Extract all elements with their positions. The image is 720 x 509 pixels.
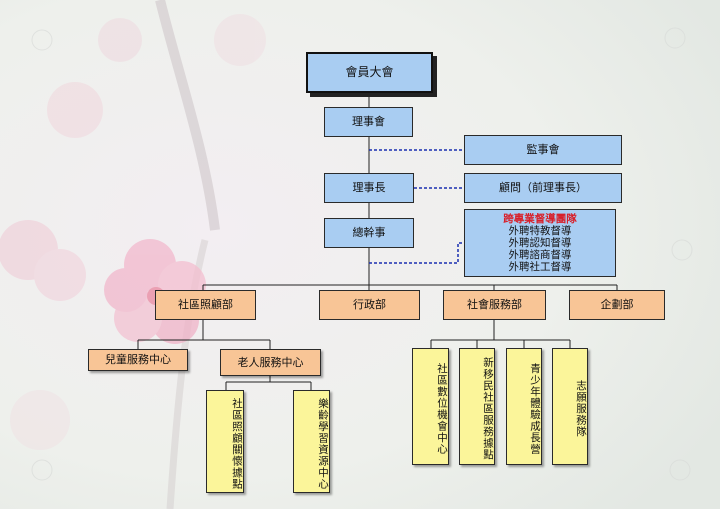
care-point-unit-label: 社區照顧關懷據點 [231,398,243,490]
community-care-dept-label: 社區照顧部 [178,298,233,312]
children-center-node: 兒童服務中心 [88,349,188,371]
secretary-general-label: 總幹事 [352,226,386,240]
supervision-team-member: 外聘認知督導 [508,236,572,249]
chairman-label: 理事長 [352,181,386,195]
learning-center-unit-node: 樂齡學習資源中心 [293,390,330,493]
board-label: 理事會 [352,115,385,129]
volunteer-team-unit-label: 志願服務隊 [575,380,587,438]
admin-dept-label: 行政部 [353,298,386,312]
volunteer-team-unit-node: 志願服務隊 [552,348,588,465]
general-assembly-label: 會員大會 [345,65,394,80]
children-center-label: 兒童服務中心 [105,353,171,367]
youth-camp-unit-node: 青少年體驗成長營 [506,348,542,465]
elderly-center-label: 老人服務中心 [237,355,304,369]
supervisors-label: 監事會 [526,143,560,157]
secretary-general-node: 總幹事 [324,218,414,248]
advisor-node: 顧問（前理事長） [464,173,622,203]
supervisors-node: 監事會 [464,135,622,165]
digital-opportunity-unit-node: 社區數位機會中心 [412,348,449,465]
advisor-label: 顧問（前理事長） [499,181,587,195]
care-point-unit-node: 社區照顧關懷據點 [206,390,244,493]
community-care-dept-node: 社區照顧部 [155,290,256,320]
social-service-dept-node: 社會服務部 [443,290,546,320]
supervision-team-member: 外聘特教督導 [508,224,572,237]
supervision-team-title: 跨專業督導團隊 [503,212,577,225]
new-immigrants-unit-node: 新移民社區服務據點 [459,348,495,465]
general-assembly-node: 會員大會 [306,52,433,93]
supervision-team-member: 外聘諮商督導 [508,249,572,262]
board-node: 理事會 [324,107,413,137]
learning-center-unit-label: 樂齡學習資源中心 [317,398,329,490]
new-immigrants-unit-label: 新移民社區服務據點 [482,357,494,461]
elderly-center-node: 老人服務中心 [220,349,321,376]
chairman-node: 理事長 [324,173,414,203]
planning-dept-label: 企劃部 [600,298,634,312]
supervision-team-node: 跨專業督導團隊 外聘特教督導 外聘認知督導 外聘諮商督導 外聘社工督導 [464,209,616,277]
planning-dept-node: 企劃部 [569,290,665,320]
social-service-dept-label: 社會服務部 [467,298,522,312]
youth-camp-unit-label: 青少年體驗成長營 [529,363,541,455]
admin-dept-node: 行政部 [319,290,420,320]
digital-opportunity-unit-label: 社區數位機會中心 [436,363,448,455]
supervision-team-member: 外聘社工督導 [508,261,572,274]
